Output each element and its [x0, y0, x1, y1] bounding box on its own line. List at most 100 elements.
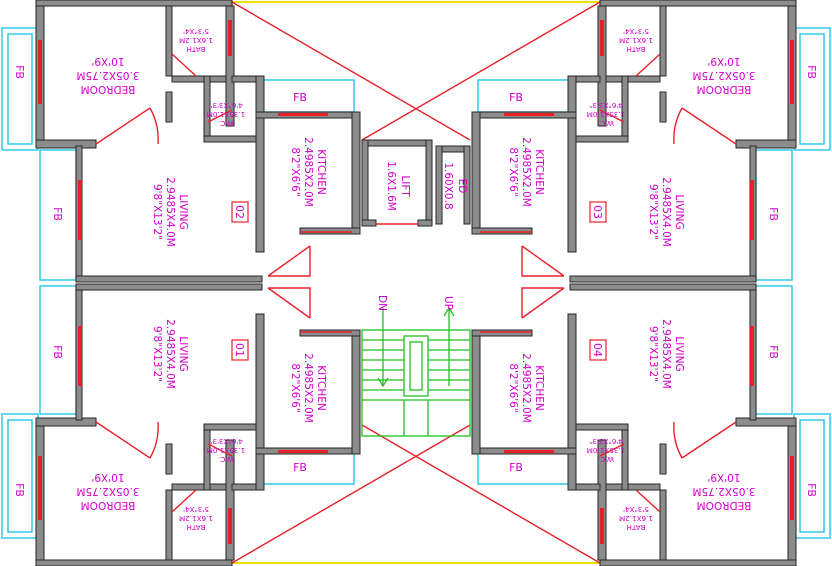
room-kitchen-tl: KITCHEN 2.4985X2.0M 8'2"X6'6"	[289, 137, 327, 207]
fb-label-left-top: FB	[13, 65, 26, 79]
room-name: W.C.	[598, 119, 614, 128]
duct-cross-top	[231, 1, 601, 141]
room-size-metric: 2.4985X2.0M	[520, 353, 532, 423]
room-size-metric: 1.35X1.0M	[207, 110, 246, 119]
room-size-imperial: 10'X9'	[707, 471, 740, 483]
duct-cross-bottom	[231, 424, 601, 564]
room-name: BEDROOM	[697, 83, 752, 95]
room-bedroom-tl: BEDROOM 3.05X2.75M 10'X9'	[76, 55, 139, 95]
room-living-tl: LIVING 2.9485X4.0M 9'8"X13'2"	[151, 177, 189, 247]
room-kitchen-tr: KITCHEN 2.4985X2.0M 8'2"X6'6"	[507, 137, 545, 207]
room-size-imperial: 5'3"X4'	[183, 505, 209, 514]
room-name: LIVING	[177, 336, 189, 371]
room-name: BATH	[626, 523, 645, 532]
room-name: LIVING	[673, 336, 685, 371]
fb-label-kitchen-bl: FB	[293, 461, 307, 474]
room-size-imperial: 10'X9'	[91, 471, 124, 483]
walls	[35, 0, 797, 566]
room-wc-bl: W.C. 1.35X1.0M 4'6"X3'3"	[207, 437, 246, 464]
room-bath-bl: BATH 1.6X1.2M 5'3"X4'	[179, 505, 213, 532]
room-size-metric: 1.6X1.2M	[179, 514, 213, 523]
room-name: BATH	[186, 523, 205, 532]
room-bath-tl: BATH 1.6X1.2M 5'3"X4'	[179, 27, 213, 54]
room-bedroom-bl: BEDROOM 3.05X2.75M 10'X9'	[76, 471, 139, 511]
room-size-imperial: 9'8"X13'2"	[151, 326, 163, 382]
room-size-imperial: 5'3"X4'	[623, 505, 649, 514]
fb-label-left-bottom: FB	[13, 483, 26, 497]
room-ed: ED 1.60X0.8	[442, 162, 468, 209]
unit-number: 02	[233, 205, 246, 219]
room-name: ED	[456, 179, 468, 194]
unit-number: 04	[591, 343, 604, 357]
room-name: KITCHEN	[533, 149, 545, 195]
room-size-metric: 3.05X2.75M	[76, 485, 139, 497]
doors	[38, 20, 794, 544]
room-name: W.C.	[218, 455, 234, 464]
room-lift: LIFT 1.6X1.6M	[385, 161, 411, 211]
room-size-metric: 1.6X1.2M	[619, 514, 653, 523]
room-size-metric: 3.05X2.75M	[692, 69, 755, 81]
unit-number-br: 04	[589, 339, 607, 361]
room-name: KITCHEN	[533, 365, 545, 411]
room-size-metric: 1.60X0.8	[442, 162, 454, 209]
unit-number: 01	[233, 343, 246, 357]
fb-label-living-br: FB	[767, 345, 780, 359]
room-size-imperial: 4'6"X3'3"	[589, 437, 623, 446]
fb-label-right-top: FB	[805, 65, 818, 79]
room-size-metric: 3.05X2.75M	[76, 69, 139, 81]
room-size-metric: 1.6X1.2M	[619, 36, 653, 45]
room-size-metric: 3.05X2.75M	[692, 485, 755, 497]
stair-down-label: DN	[376, 295, 388, 311]
room-size-imperial: 10'X9'	[91, 55, 124, 67]
room-size-imperial: 8'2"X6'6"	[289, 147, 301, 196]
unit-number-bl: 01	[231, 339, 249, 361]
room-size-metric: 2.4985X2.0M	[302, 137, 314, 207]
room-size-metric: 1.6X1.2M	[179, 36, 213, 45]
room-name: W.C.	[218, 119, 234, 128]
room-name: BEDROOM	[81, 83, 136, 95]
room-size-imperial: 9'8"X13'2"	[647, 184, 659, 240]
room-size-imperial: 8'2"X6'6"	[507, 147, 519, 196]
room-size-metric: 1.35X1.0M	[587, 446, 626, 455]
unit-number-tl: 02	[231, 201, 249, 223]
unit-number-tr: 03	[589, 201, 607, 223]
room-size-imperial: 4'6"X3'3"	[209, 101, 243, 110]
room-bath-br: BATH 1.6X1.2M 5'3"X4'	[619, 505, 653, 532]
fb-label-kitchen-br: FB	[509, 461, 523, 474]
room-size-imperial: 5'3"X4'	[183, 27, 209, 36]
arrow-up-icon	[443, 306, 455, 386]
room-bedroom-br: BEDROOM 3.05X2.75M 10'X9'	[692, 471, 755, 511]
room-name: LIFT	[399, 175, 411, 197]
room-living-tr: LIVING 2.9485X4.0M 9'8"X13'2"	[647, 177, 685, 247]
room-living-bl: LIVING 2.9485X4.0M 9'8"X13'2"	[151, 319, 189, 389]
fb-label-living-tr: FB	[767, 207, 780, 221]
room-size-imperial: 9'8"X13'2"	[647, 326, 659, 382]
room-kitchen-bl: KITCHEN 2.4985X2.0M 8'2"X6'6"	[289, 353, 327, 423]
room-name: W.C.	[598, 455, 614, 464]
unit-number: 03	[591, 205, 604, 219]
room-kitchen-br: KITCHEN 2.4985X2.0M 8'2"X6'6"	[507, 353, 545, 423]
room-bath-tr: BATH 1.6X1.2M 5'3"X4'	[619, 27, 653, 54]
room-name: BATH	[626, 45, 645, 54]
fb-label-kitchen-tl: FB	[293, 91, 307, 104]
room-name: KITCHEN	[315, 365, 327, 411]
room-name: BATH	[186, 45, 205, 54]
room-name: KITCHEN	[315, 149, 327, 195]
fb-label-kitchen-tr: FB	[509, 91, 523, 104]
staircase	[361, 306, 471, 437]
room-size-imperial: 5'3"X4'	[623, 27, 649, 36]
room-size-imperial: 10'X9'	[707, 55, 740, 67]
room-living-br: LIVING 2.9485X4.0M 9'8"X13'2"	[647, 319, 685, 389]
room-size-imperial: 8'2"X6'6"	[289, 363, 301, 412]
room-size-metric: 2.4985X2.0M	[302, 353, 314, 423]
room-size-metric: 2.9485X4.0M	[164, 319, 176, 389]
room-size-metric: 2.9485X4.0M	[660, 319, 672, 389]
room-size-metric: 1.6X1.6M	[385, 161, 397, 211]
room-size-metric: 1.35X1.0M	[587, 110, 626, 119]
room-size-metric: 2.4985X2.0M	[520, 137, 532, 207]
room-wc-br: W.C. 1.35X1.0M 4'6"X3'3"	[587, 437, 626, 464]
room-size-imperial: 9'8"X13'2"	[151, 184, 163, 240]
windows	[1, 27, 831, 539]
room-name: BEDROOM	[81, 499, 136, 511]
